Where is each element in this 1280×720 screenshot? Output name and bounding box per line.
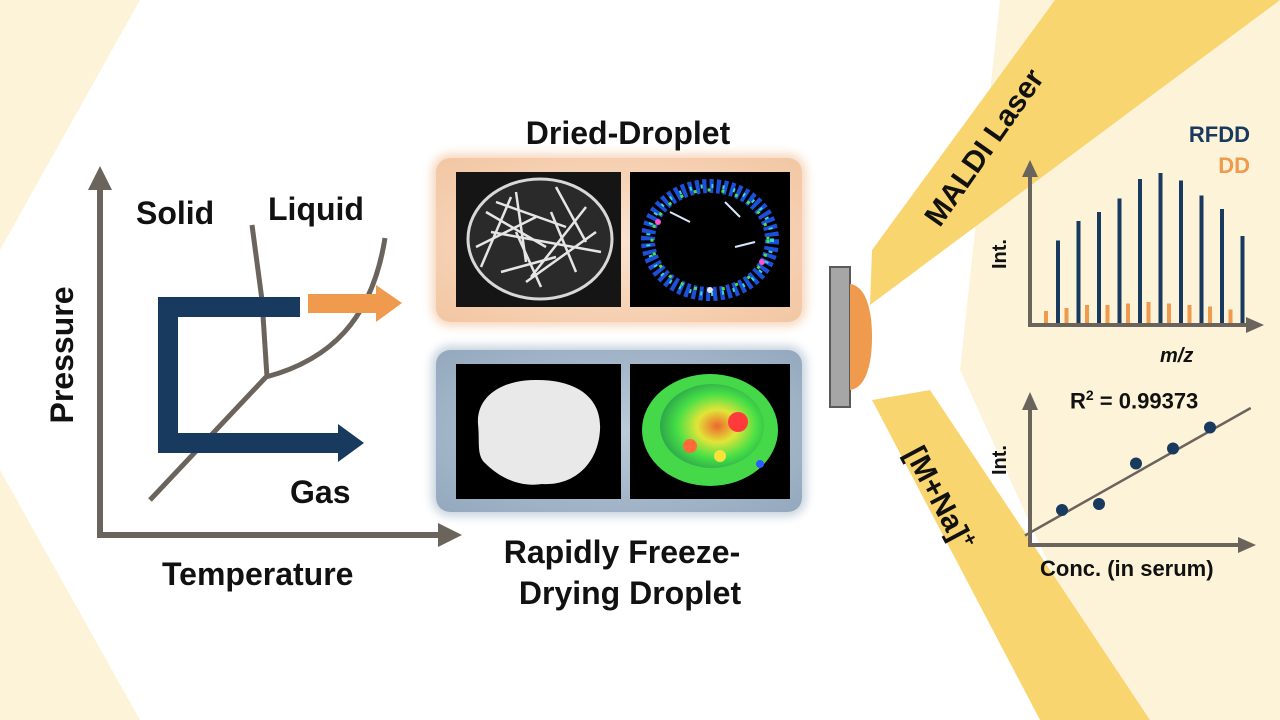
freeze-drying-title-line2: Drying Droplet [518,575,742,611]
sample-spot [850,284,872,390]
legend-rfdd: RFDD [1188,122,1250,147]
calibration-points [1056,421,1216,516]
gas-region-label: Gas [290,474,351,510]
dried-droplet-ms-image [630,172,790,307]
ion-beam [872,390,1150,720]
process-path [158,297,338,453]
dd-bar [1126,303,1130,323]
calibration-point [1204,421,1216,434]
dd-bar [1167,303,1171,323]
dd-bar [1064,308,1069,323]
calibration-point [1167,442,1179,455]
ms-uniform-pattern [642,374,778,486]
process-path-arrowhead [338,424,364,462]
spectrum-x-arrowhead [1246,317,1264,333]
solid-region-label: Solid [136,195,215,231]
drying-arrow-head [376,285,402,322]
calibration-point [1056,504,1068,516]
dried-droplet-optical-image [456,172,621,307]
r-squared-label: R2 = 0.99373 [1070,388,1198,412]
r-squared-value: = 0.99373 [1093,388,1199,414]
freeze-drying-title-line1: Rapidly Freeze- [503,534,741,570]
rfdd-bar [1117,198,1122,323]
freeze-dried-droplet-optical-image [456,364,621,499]
dried-droplet-title: Dried-Droplet [525,115,731,151]
legend-dd: DD [1218,153,1250,178]
background-right-panel [960,0,1280,720]
freeze-dried-droplet-ms-image [630,364,790,499]
dd-bar [1105,305,1110,323]
spectrum-bars [1044,173,1245,323]
spectrum-y-arrowhead [1022,160,1038,177]
calibration-y-label: Int. [989,445,1011,475]
rfdd-bar [1199,195,1204,323]
rfdd-bar [1220,209,1224,323]
dd-bar [1044,311,1048,323]
spectrum-y-label: Int. [989,239,1011,269]
rfdd-bar [1179,180,1183,323]
dd-bar [1085,305,1089,323]
pressure-axis-arrowhead [88,166,112,190]
r-squared-exponent: 2 [1085,387,1094,403]
calibration-point [1093,498,1105,510]
sample-target-plate [829,266,851,408]
dd-bar [1208,306,1212,323]
rfdd-bar [1076,221,1081,323]
calibration-x-label: Conc. (in serum) [1040,556,1214,581]
vaporization-curve [265,237,388,380]
drying-arrow-shaft [308,294,378,313]
dd-bar [1146,302,1151,323]
spectrum-chart [1022,160,1264,333]
background-left-chevron-lower [0,470,140,720]
calibration-point [1130,457,1142,470]
liquid-region-label: Liquid [268,191,364,227]
spectrum-x-label: m/z [1160,345,1194,367]
rfdd-bar [1158,173,1163,323]
white-deposit [477,379,601,485]
r-squared-symbol: R [1070,388,1086,414]
rfdd-bar [1240,236,1245,323]
pressure-axis-label: Pressure [44,286,80,424]
dd-bar [1187,305,1192,323]
laser-beam [870,0,1280,305]
ms-ring-pattern [641,179,779,301]
background-left-chevron [0,0,140,250]
rfdd-bar [1097,212,1101,323]
temperature-axis-label: Temperature [162,556,354,592]
calibration-chart [1022,392,1256,553]
dd-bar [1228,309,1233,323]
calibration-x-arrowhead [1238,537,1256,553]
rfdd-bar [1138,179,1142,323]
temperature-axis-arrowhead [438,523,462,547]
phase-diagram [88,166,462,547]
rfdd-bar [1056,240,1060,323]
crystal-pattern [466,177,614,301]
calibration-y-arrowhead [1022,392,1038,410]
